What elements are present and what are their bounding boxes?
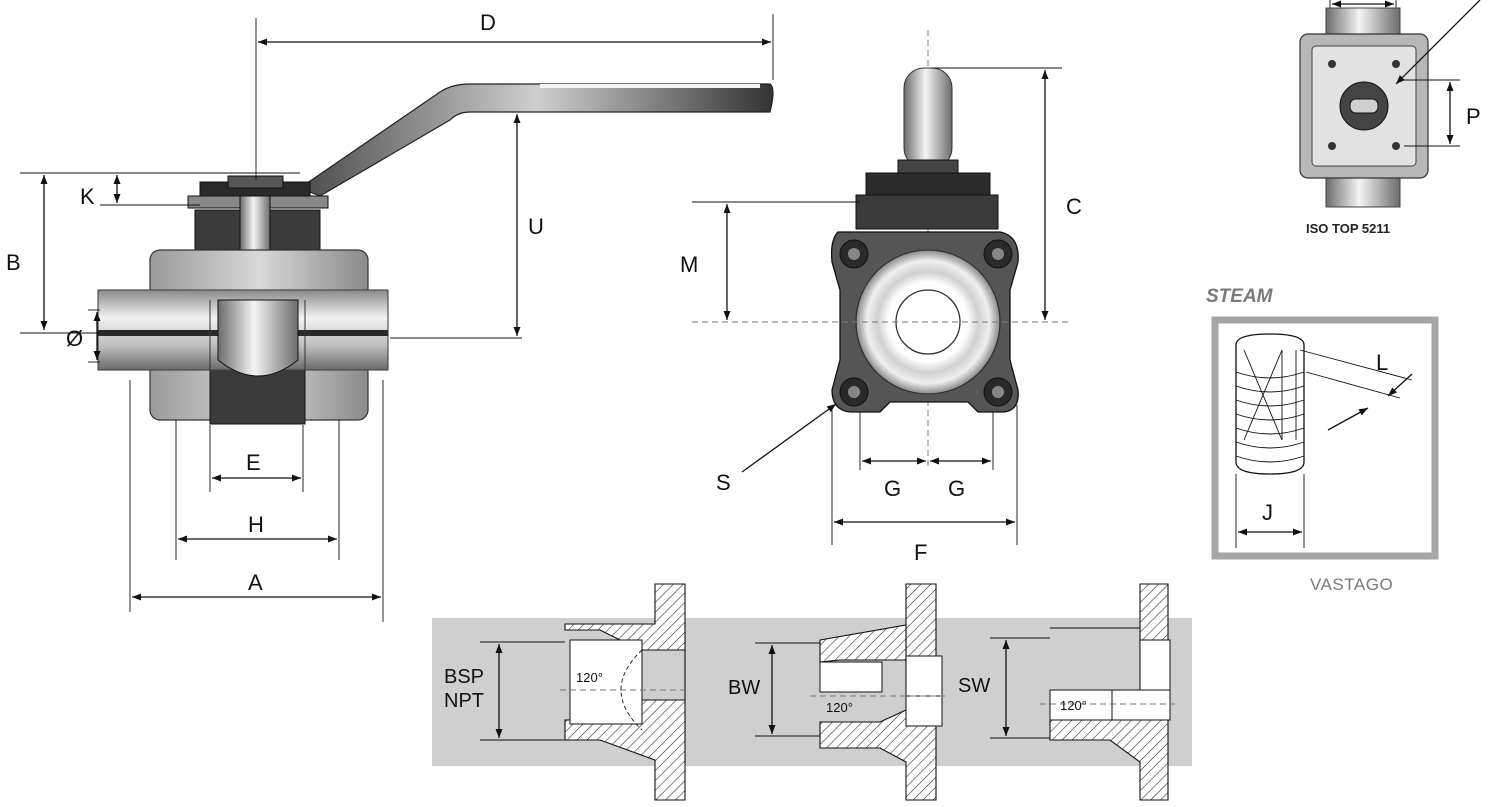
socket-weld-end-section (990, 583, 1175, 801)
angle-label-threaded: 120° (576, 670, 603, 685)
dim-label-h: H (248, 512, 264, 537)
stem-caption: VASTAGO (1310, 575, 1393, 594)
dim-label-j: J (1262, 500, 1273, 525)
bw-label: BW (728, 677, 760, 699)
side-view-dimensions (20, 14, 774, 622)
ball (217, 299, 299, 377)
dim-label-k: K (80, 184, 95, 209)
front-view-valve (830, 30, 1019, 470)
sw-label: SW (958, 675, 990, 697)
dim-label-l: L (1376, 350, 1388, 375)
dim-label-g-right: G (948, 476, 965, 501)
dim-label-d: D (480, 10, 496, 35)
dim-label-diameter: Ø (66, 326, 83, 351)
dim-label-g-left: G (884, 476, 901, 501)
side-view-valve (97, 83, 774, 425)
dim-label-e: E (246, 450, 261, 475)
iso-top-label: ISO TOP 5211 (1306, 221, 1390, 236)
stem-shaft (1235, 333, 1305, 475)
threaded-end-section (480, 583, 690, 801)
dim-label-a: A (248, 570, 263, 595)
iso-top-view (1299, 0, 1481, 208)
dim-label-f: F (914, 540, 927, 565)
bsp-label: BSP (444, 666, 484, 688)
dim-label-s: S (716, 470, 731, 495)
front-view-dimensions (692, 67, 1070, 545)
steam-stem-detail (1211, 316, 1439, 560)
angle-label-sw: 120° (1060, 698, 1087, 713)
angle-label-bw: 120° (826, 700, 853, 715)
dim-label-c: C (1066, 194, 1082, 219)
npt-label: NPT (444, 690, 484, 712)
dim-label-u: U (528, 214, 544, 239)
dim-label-b: B (6, 250, 21, 275)
lever-handle (298, 83, 774, 197)
dim-label-p: P (1466, 104, 1481, 129)
steam-title: STEAM (1206, 286, 1274, 307)
butt-weld-end-section (755, 583, 945, 801)
stem-top (903, 67, 953, 169)
dim-label-m: M (680, 252, 698, 277)
